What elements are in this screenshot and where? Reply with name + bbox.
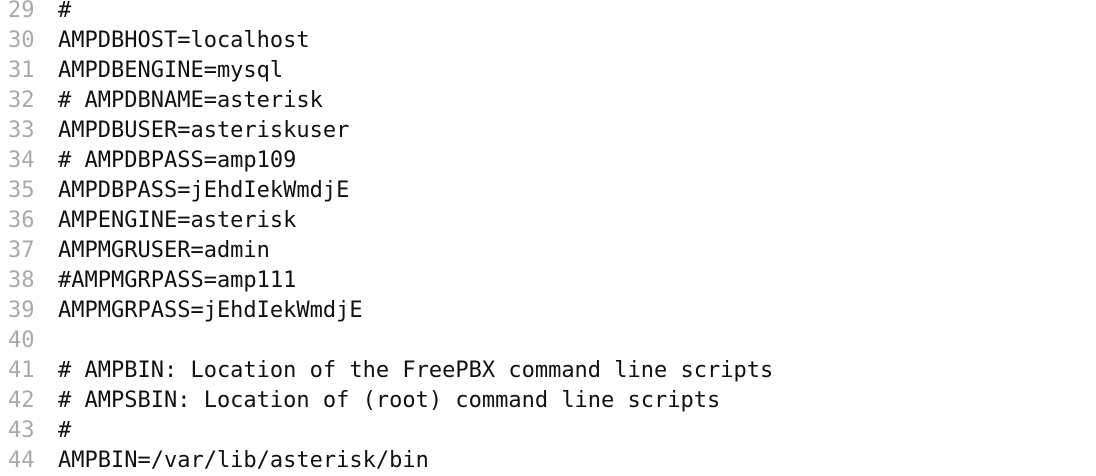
editor-line[interactable]: 42 # AMPSBIN: Location of (root) command …	[0, 386, 1096, 416]
line-number: 31	[8, 58, 35, 83]
line-text[interactable]: AMPDBENGINE=mysql	[58, 58, 284, 83]
line-number: 30	[8, 28, 35, 53]
line-text[interactable]: AMPDBUSER=asteriskuser	[58, 118, 350, 143]
line-number: 35	[8, 178, 35, 203]
editor-line[interactable]: 40	[0, 326, 1096, 356]
line-number: 37	[8, 238, 35, 263]
line-text[interactable]: AMPBIN=/var/lib/asterisk/bin	[58, 448, 429, 473]
line-text[interactable]: #	[58, 418, 72, 443]
editor-line[interactable]: 34 # AMPDBPASS=amp109	[0, 146, 1096, 176]
editor-line[interactable]: 44 AMPBIN=/var/lib/asterisk/bin	[0, 446, 1096, 476]
line-text[interactable]: AMPDBHOST=localhost	[58, 28, 310, 53]
editor-line[interactable]: 37 AMPMGRUSER=admin	[0, 236, 1096, 266]
editor-line[interactable]: 33 AMPDBUSER=asteriskuser	[0, 116, 1096, 146]
line-number: 40	[8, 328, 35, 353]
line-text[interactable]: AMPMGRUSER=admin	[58, 238, 270, 263]
line-number: 38	[8, 268, 35, 293]
editor-line[interactable]: 38 #AMPMGRPASS=amp111	[0, 266, 1096, 296]
line-text[interactable]	[44, 326, 58, 356]
editor-line[interactable]: 31 AMPDBENGINE=mysql	[0, 56, 1096, 86]
line-number: 42	[8, 388, 35, 413]
line-number: 32	[8, 88, 35, 113]
editor-line[interactable]: 32 # AMPDBNAME=asterisk	[0, 86, 1096, 116]
line-text[interactable]: #	[58, 0, 72, 23]
line-text[interactable]: # AMPDBNAME=asterisk	[58, 88, 323, 113]
editor-line[interactable]: 43 #	[0, 416, 1096, 446]
line-text[interactable]: # AMPSBIN: Location of (root) command li…	[58, 388, 721, 413]
editor-line[interactable]: 39 AMPMGRPASS=jEhdIekWmdjE	[0, 296, 1096, 326]
editor-line[interactable]: 36 AMPENGINE=asterisk	[0, 206, 1096, 236]
editor-line[interactable]: 29 #	[0, 0, 1096, 26]
editor-line[interactable]: 41 # AMPBIN: Location of the FreePBX comm…	[0, 356, 1096, 386]
line-text[interactable]: #AMPMGRPASS=amp111	[58, 268, 297, 293]
line-text[interactable]: # AMPDBPASS=amp109	[58, 148, 297, 173]
line-text[interactable]: AMPENGINE=asterisk	[58, 208, 297, 233]
line-text[interactable]: AMPMGRPASS=jEhdIekWmdjE	[58, 298, 363, 323]
line-number: 34	[8, 148, 35, 173]
line-number: 36	[8, 208, 35, 233]
line-number: 29	[8, 0, 35, 23]
line-text[interactable]: AMPDBPASS=jEhdIekWmdjE	[58, 178, 350, 203]
line-number: 41	[8, 358, 35, 383]
line-number: 44	[8, 448, 35, 473]
editor-line[interactable]: 35 AMPDBPASS=jEhdIekWmdjE	[0, 176, 1096, 206]
line-text[interactable]: # AMPBIN: Location of the FreePBX comman…	[58, 358, 774, 383]
line-number: 33	[8, 118, 35, 143]
line-number: 39	[8, 298, 35, 323]
editor-line[interactable]: 30 AMPDBHOST=localhost	[0, 26, 1096, 56]
line-number: 43	[8, 418, 35, 443]
